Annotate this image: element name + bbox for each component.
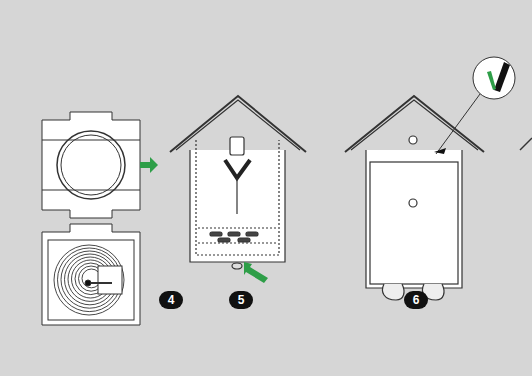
next-house-roof	[520, 138, 532, 150]
callout-number: 5	[229, 291, 253, 309]
coil-loop	[54, 245, 124, 315]
coil-panel	[42, 224, 140, 325]
screwdriver-detail	[434, 57, 515, 154]
coil-spring	[54, 245, 124, 315]
callout-number: 4	[159, 291, 183, 309]
movement-top-view	[42, 112, 140, 218]
green-arrow	[140, 157, 158, 173]
clock-house-back	[345, 96, 484, 300]
green-arrow	[244, 262, 268, 283]
coil-loop	[58, 248, 122, 312]
callout-number: 6	[404, 291, 428, 309]
coil-bracket	[85, 266, 122, 294]
clock-house-front	[170, 96, 306, 269]
